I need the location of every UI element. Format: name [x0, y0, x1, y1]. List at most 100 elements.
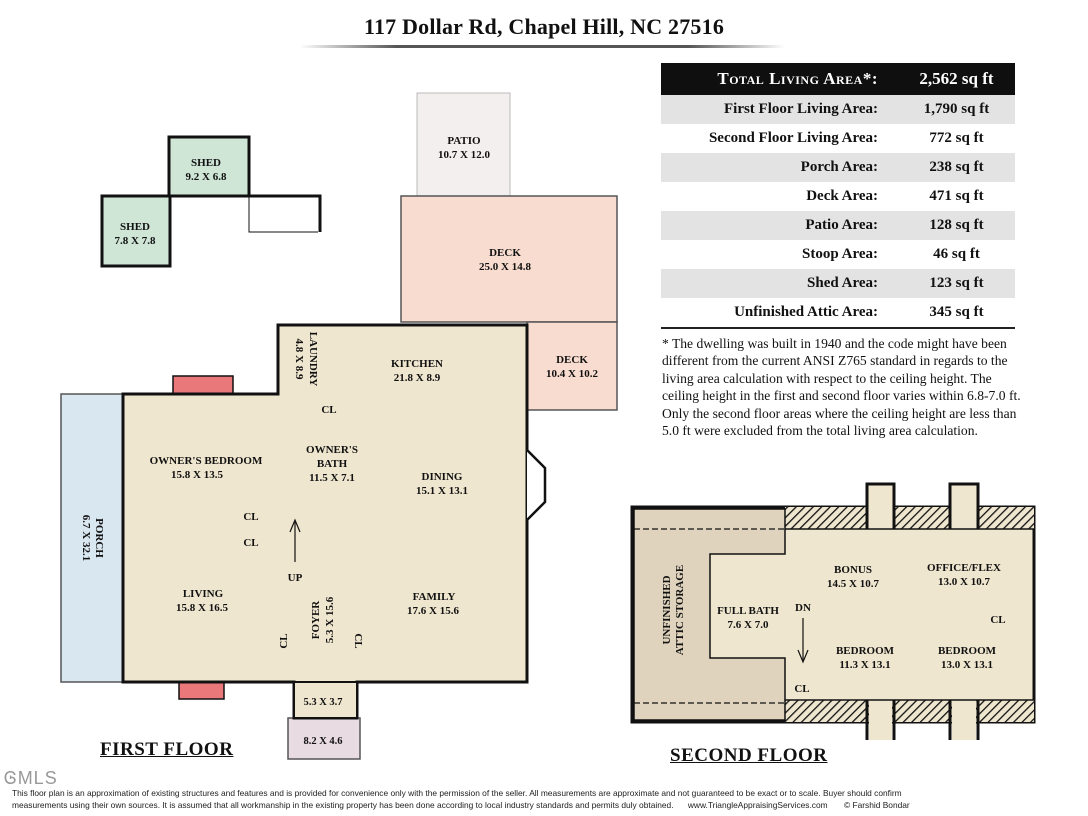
- stoop-dims: 8.2 X 4.6: [303, 736, 342, 747]
- entry-dims: 5.3 X 3.7: [303, 697, 342, 708]
- porch-dims: 6.7 X 32.1: [80, 515, 92, 561]
- copyright: © Farshid Bondar: [843, 800, 910, 810]
- disclaimer-footer: This floor plan is an approximation of e…: [12, 787, 1080, 811]
- entry-vestibule: [293, 681, 358, 719]
- deck-small-dims: 10.4 X 10.2: [546, 368, 598, 380]
- patio: [416, 92, 511, 197]
- area-value: 471 sq ft: [929, 188, 984, 204]
- low-ceiling-bottom: [785, 700, 1034, 722]
- living-label: LIVING: [183, 588, 224, 600]
- area-label: Shed Area:: [661, 269, 898, 298]
- stair-up-arrow: [289, 518, 301, 562]
- shed-lower-label: SHED: [120, 221, 150, 233]
- area-row: Deck Area: 471 sq ft: [661, 182, 1015, 211]
- area-summary-table: Total Living Area*: 2,562 sq ft First Fl…: [661, 63, 1015, 329]
- closet-label: CL: [321, 404, 336, 416]
- dormer-fill: [952, 486, 976, 529]
- bedroom-label: BEDROOM: [938, 645, 997, 657]
- foyer-label: FOYER: [310, 600, 322, 640]
- area-row: First Floor Living Area: 1,790 sq ft: [661, 95, 1015, 124]
- second-floor-plan: FULL BATH 7.6 X 7.0 BONUS 14.5 X 10.7 OF…: [620, 470, 1050, 742]
- full-bath-dims: 7.6 X 7.0: [728, 619, 769, 631]
- area-value: 772 sq ft: [929, 130, 984, 146]
- total-living-area-value: 2,562 sq ft: [898, 63, 1015, 95]
- disclaimer-line: This floor plan is an approximation of e…: [12, 788, 902, 798]
- bedroom-label: BEDROOM: [836, 645, 895, 657]
- deck-small-label: DECK: [556, 354, 588, 366]
- dormer: [948, 700, 980, 742]
- area-label: Unfinished Attic Area:: [661, 298, 898, 329]
- area-value: 345 sq ft: [898, 298, 1015, 329]
- bedroom-dims: 13.0 X 13.1: [941, 659, 993, 671]
- deck-small: [526, 321, 618, 411]
- fireplace-front: [178, 681, 225, 700]
- owners-bedroom-dims: 15.8 X 13.5: [171, 469, 223, 481]
- shed-lean-to: [249, 194, 322, 232]
- bedroom-dims: 11.3 X 13.1: [839, 659, 890, 671]
- dormer-fill: [869, 700, 892, 740]
- second-floor-title: SECOND FLOOR: [670, 745, 828, 766]
- owners-bath-label-2: BATH: [317, 458, 348, 470]
- deck-large-dims: 25.0 X 14.8: [479, 261, 531, 273]
- bonus-label: BONUS: [834, 564, 872, 576]
- deck-large: [400, 195, 618, 323]
- shed-lower-dims: 7.8 X 7.8: [115, 235, 156, 247]
- porch: [60, 393, 124, 683]
- owners-bath-dims: 11.5 X 7.1: [309, 472, 355, 484]
- area-value: 238 sq ft: [898, 153, 1015, 182]
- page-title: 117 Dollar Rd, Chapel Hill, NC 27516: [363, 14, 725, 39]
- area-value: 128 sq ft: [898, 211, 1015, 240]
- attic-storage: [633, 508, 786, 721]
- laundry-label: LAUNDRY: [307, 332, 319, 387]
- area-row: Porch Area: 238 sq ft: [661, 153, 1015, 182]
- laundry-dims: 4.8 X 8.9: [293, 339, 305, 380]
- living-dims: 15.8 X 16.5: [176, 602, 228, 614]
- owners-bedroom-label: OWNER'S BEDROOM: [150, 455, 263, 467]
- area-row: Second Floor Living Area: 772 sq ft: [661, 124, 1015, 153]
- office-flex-label: OFFICE/FLEX: [927, 562, 1001, 574]
- closet-label: CL: [243, 511, 258, 523]
- family-label: FAMILY: [413, 591, 456, 603]
- closet-label: CL: [352, 633, 364, 648]
- dormer: [865, 700, 896, 742]
- area-label: Second Floor Living Area:: [708, 130, 878, 146]
- area-label: Deck Area:: [806, 188, 878, 204]
- dining-label: DINING: [422, 471, 463, 483]
- bay-window: [526, 449, 547, 521]
- dormer-fill: [869, 486, 892, 529]
- title-underline: [300, 45, 785, 48]
- area-label: First Floor Living Area:: [661, 95, 898, 124]
- area-row: Shed Area: 123 sq ft: [661, 269, 1015, 298]
- porch-label: PORCH: [93, 518, 105, 558]
- first-floor-drawing: SHED 9.2 X 6.8 SHED 7.8 X 7.8 PATIO 10.7…: [60, 92, 618, 760]
- kitchen-dims: 21.8 X 8.9: [394, 372, 441, 384]
- foyer-dims: 5.3 X 15.6: [324, 596, 336, 643]
- website-link[interactable]: www.TriangleAppraisingServices.com: [687, 800, 828, 810]
- dining-dims: 15.1 X 13.1: [416, 485, 468, 497]
- area-label: Porch Area:: [661, 153, 898, 182]
- patio-label: PATIO: [447, 135, 481, 147]
- closet-label: CL: [278, 633, 290, 648]
- second-floor-drawing: FULL BATH 7.6 X 7.0 BONUS 14.5 X 10.7 OF…: [630, 482, 1036, 742]
- mls-watermark: ᎶMLS: [4, 768, 58, 788]
- stair-up-label: UP: [288, 572, 303, 584]
- measurement-note: * The dwelling was built in 1940 and the…: [662, 336, 1021, 439]
- kitchen-label: KITCHEN: [391, 358, 443, 370]
- area-row: Unfinished Attic Area: 345 sq ft: [661, 298, 1015, 329]
- closet-label: CL: [794, 683, 809, 695]
- area-row: Patio Area: 128 sq ft: [661, 211, 1015, 240]
- shed-upper: [167, 135, 251, 198]
- disclaimer-text: measurements using their own sources. It…: [12, 800, 674, 810]
- deck-large-label: DECK: [489, 247, 521, 259]
- shed-upper-label: SHED: [191, 157, 221, 169]
- bonus-dims: 14.5 X 10.7: [827, 578, 879, 590]
- total-living-area-row: Total Living Area*: 2,562 sq ft: [661, 63, 1015, 95]
- closet-label: CL: [243, 537, 258, 549]
- area-label: Stoop Area:: [802, 246, 878, 262]
- area-value: 46 sq ft: [933, 246, 980, 262]
- patio-dims: 10.7 X 12.0: [438, 149, 490, 161]
- stair-down-label: DN: [795, 602, 811, 614]
- area-row: Stoop Area: 46 sq ft: [661, 240, 1015, 269]
- low-ceiling-top: [785, 507, 1034, 529]
- total-living-area-label: Total Living Area*:: [661, 63, 898, 95]
